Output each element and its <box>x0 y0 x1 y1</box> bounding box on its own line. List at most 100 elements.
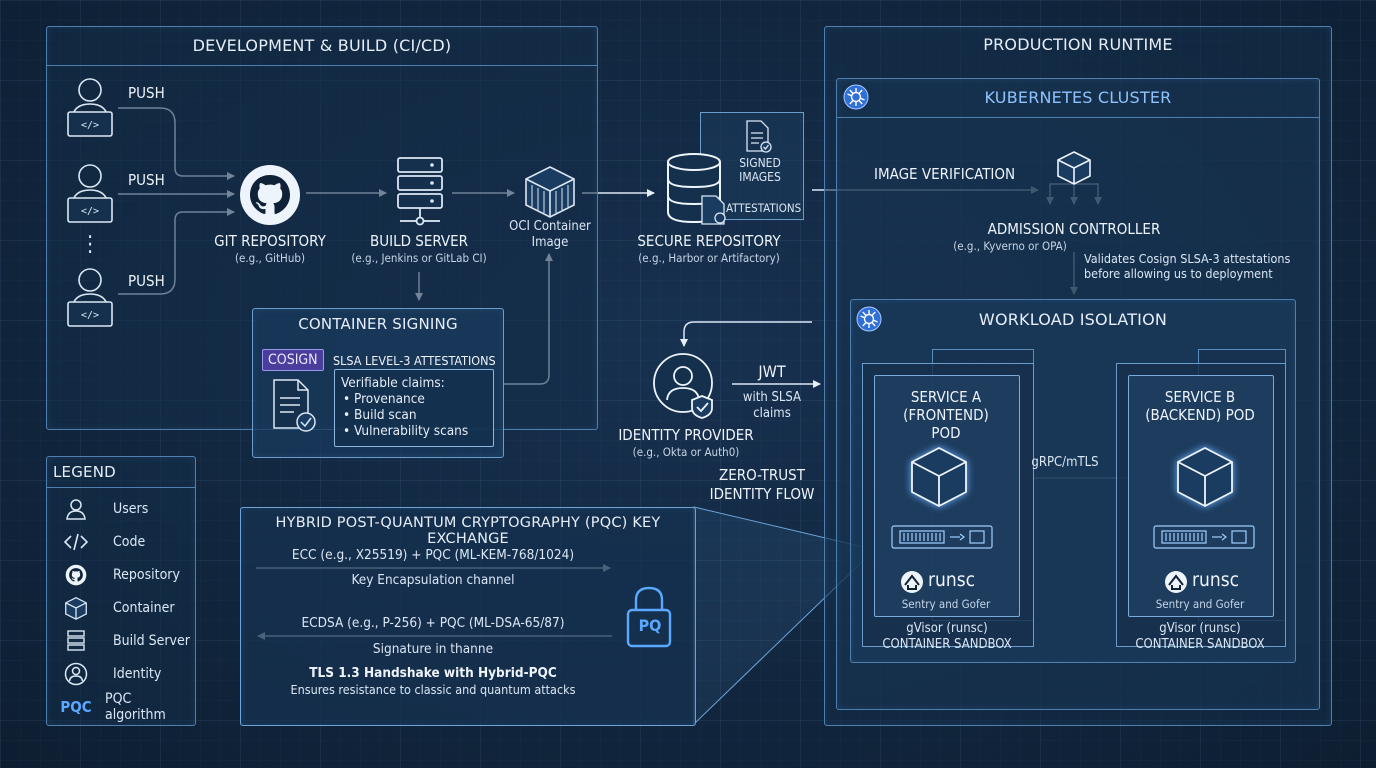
dev-build-title: DEVELOPMENT & BUILD (CI/CD) <box>47 27 597 66</box>
legend-row-container: Container <box>61 594 175 622</box>
pqc-title: HYBRID POST-QUANTUM CRYPTOGRAPHY (PQC) K… <box>275 515 661 547</box>
pqc-tls-subtitle: Ensures resistance to classic and quantu… <box>290 682 576 697</box>
claim-item-vulnerability: • Vulnerability scans <box>343 423 469 439</box>
legend-label: Repository <box>113 567 180 583</box>
svg-text:</>: </> <box>81 310 99 321</box>
pod-a-cube-icon <box>908 446 970 512</box>
oci-image-line1: OCI Container <box>509 219 591 234</box>
legend-label: Build Server <box>113 633 190 649</box>
legend-row-identity: Identity <box>61 660 161 688</box>
oci-image-line2: Image <box>531 235 569 250</box>
pod-b-line1: SERVICE B <box>1164 388 1236 406</box>
kubernetes-icon <box>843 84 869 114</box>
zero-trust-line2: IDENTITY FLOW <box>709 485 815 503</box>
pqc-kem-channel: Key Encapsulation channel <box>351 572 515 588</box>
admission-note-1: Validates Cosign SLSA-3 attestations <box>1084 251 1291 266</box>
database-icon <box>664 152 730 230</box>
claim-text: Provenance <box>354 391 425 407</box>
identity-icon <box>61 662 91 686</box>
legend-row-repository: Repository <box>61 561 180 589</box>
jwt-sub1: with SLSA <box>742 390 802 405</box>
repo-attestations-label: ATTESTATIONS <box>726 201 802 215</box>
signed-images-line2: IMAGES <box>739 170 781 184</box>
users-ellipsis: ⋮ <box>80 232 100 257</box>
pod-b-network-icon <box>1152 524 1256 554</box>
legend-label: Container <box>113 600 175 616</box>
production-runtime-title: PRODUCTION RUNTIME <box>983 35 1173 54</box>
admission-controller-subtitle: (e.g., Kyverno or OPA) <box>953 239 1067 253</box>
legend-panel: LEGEND Users Code Repository Container B… <box>46 456 196 726</box>
pod-b-cube-icon <box>1174 446 1236 512</box>
push-label-3: PUSH <box>128 272 165 290</box>
pqc-lock-icon <box>622 584 676 652</box>
legend-row-code: Code <box>61 528 145 556</box>
pod-a-sandbox-line1: gVisor (runsc) <box>906 621 988 636</box>
identity-provider-title: IDENTITY PROVIDER <box>618 426 754 444</box>
pod-a-line1: SERVICE A <box>910 388 982 406</box>
pod-b-sandbox-line2: CONTAINER SANDBOX <box>1135 637 1265 652</box>
legend-title: LEGEND <box>47 457 195 488</box>
pqc-panel: HYBRID POST-QUANTUM CRYPTOGRAPHY (PQC) K… <box>240 507 696 726</box>
pqc-signature-channel: Signature in thanne <box>372 641 494 657</box>
push-label-2: PUSH <box>128 171 165 189</box>
signed-document-icon <box>270 378 320 440</box>
github-icon <box>238 163 302 231</box>
legend-label: Users <box>113 501 149 517</box>
slsa-attestations-label: SLSA LEVEL-3 ATTESTATIONS <box>333 353 496 368</box>
container-icon <box>522 163 578 223</box>
pod-b-sandbox-line1: gVisor (runsc) <box>1159 621 1241 636</box>
container-icon <box>61 596 91 620</box>
pod-b-runsc: runsc <box>1192 569 1239 591</box>
svg-text:</>: </> <box>81 206 99 217</box>
workload-to-identity-arrow <box>680 321 812 347</box>
claim-text: Build scan <box>354 407 417 423</box>
github-icon <box>61 563 91 587</box>
pqc-ecc-label: ECC (e.g., X25519) + PQC (ML-KEM-768/102… <box>291 547 575 563</box>
developer-user-icon-1: </> <box>62 74 118 142</box>
claims-title: Verifiable claims: <box>341 375 445 391</box>
admission-cube-icon <box>1056 150 1092 190</box>
claims-callout <box>334 369 494 447</box>
pod-b-sentry: Sentry and Gofer <box>1155 597 1245 611</box>
admission-controller-title: ADMISSION CONTROLLER <box>987 220 1161 238</box>
legend-label: PQC algorithm <box>105 691 166 723</box>
signed-images-line1: SIGNED <box>739 156 781 170</box>
pod-a-gvisor-icon <box>900 570 924 598</box>
kubernetes-icon <box>856 306 882 336</box>
identity-icon <box>652 352 718 424</box>
build-server-subtitle: (e.g., Jenkins or GitLab CI) <box>351 251 487 265</box>
pod-b-gvisor-icon <box>1164 570 1188 598</box>
claim-text: Vulnerability scans <box>354 423 469 439</box>
developer-user-icon-3: </> <box>62 264 118 332</box>
legend-row-build-server: Build Server <box>61 627 190 655</box>
server-icon <box>392 156 448 234</box>
pod-a-sandbox-line2: CONTAINER SANDBOX <box>882 637 1012 652</box>
pqc-icon: PQC <box>60 695 92 719</box>
admission-note-2: before allowing us to deployment <box>1084 266 1273 281</box>
jwt-sub2: claims <box>753 406 791 421</box>
secure-repo-subtitle: (e.g., Harbor or Artifactory) <box>638 251 780 265</box>
pqc-lock-badge: PQ <box>638 616 662 635</box>
git-repo-title: GIT REPOSITORY <box>214 232 326 250</box>
legend-row-pqc: PQC PQC algorithm <box>60 691 195 723</box>
pqc-ecdsa-label: ECDSA (e.g., P-256) + PQC (ML-DSA-65/87) <box>301 615 565 631</box>
build-server-title: BUILD SERVER <box>369 232 469 250</box>
code-icon <box>61 530 91 554</box>
jwt-label: JWT <box>758 362 786 381</box>
kubernetes-cluster-title: KUBERNETES CLUSTER <box>837 79 1319 118</box>
pod-a-line2: (FRONTEND) <box>903 406 989 424</box>
pod-a-network-icon <box>890 524 994 554</box>
pod-a-runsc: runsc <box>928 569 975 591</box>
identity-provider-subtitle: (e.g., Okta or Auth0) <box>632 445 740 459</box>
cosign-badge: COSIGN <box>262 349 324 371</box>
container-signing-title: CONTAINER SIGNING <box>298 315 458 333</box>
user-icon <box>61 497 91 521</box>
pqc-badge: PQC <box>60 698 92 716</box>
pod-a-line3: POD <box>931 424 961 442</box>
legend-label: Code <box>113 534 146 550</box>
server-icon <box>61 629 91 653</box>
claim-item-build-scan: • Build scan <box>343 407 417 423</box>
git-repo-subtitle: (e.g., GitHub) <box>234 251 305 265</box>
developer-user-icon-2: </> <box>62 160 118 228</box>
svg-text:</>: </> <box>81 120 99 131</box>
